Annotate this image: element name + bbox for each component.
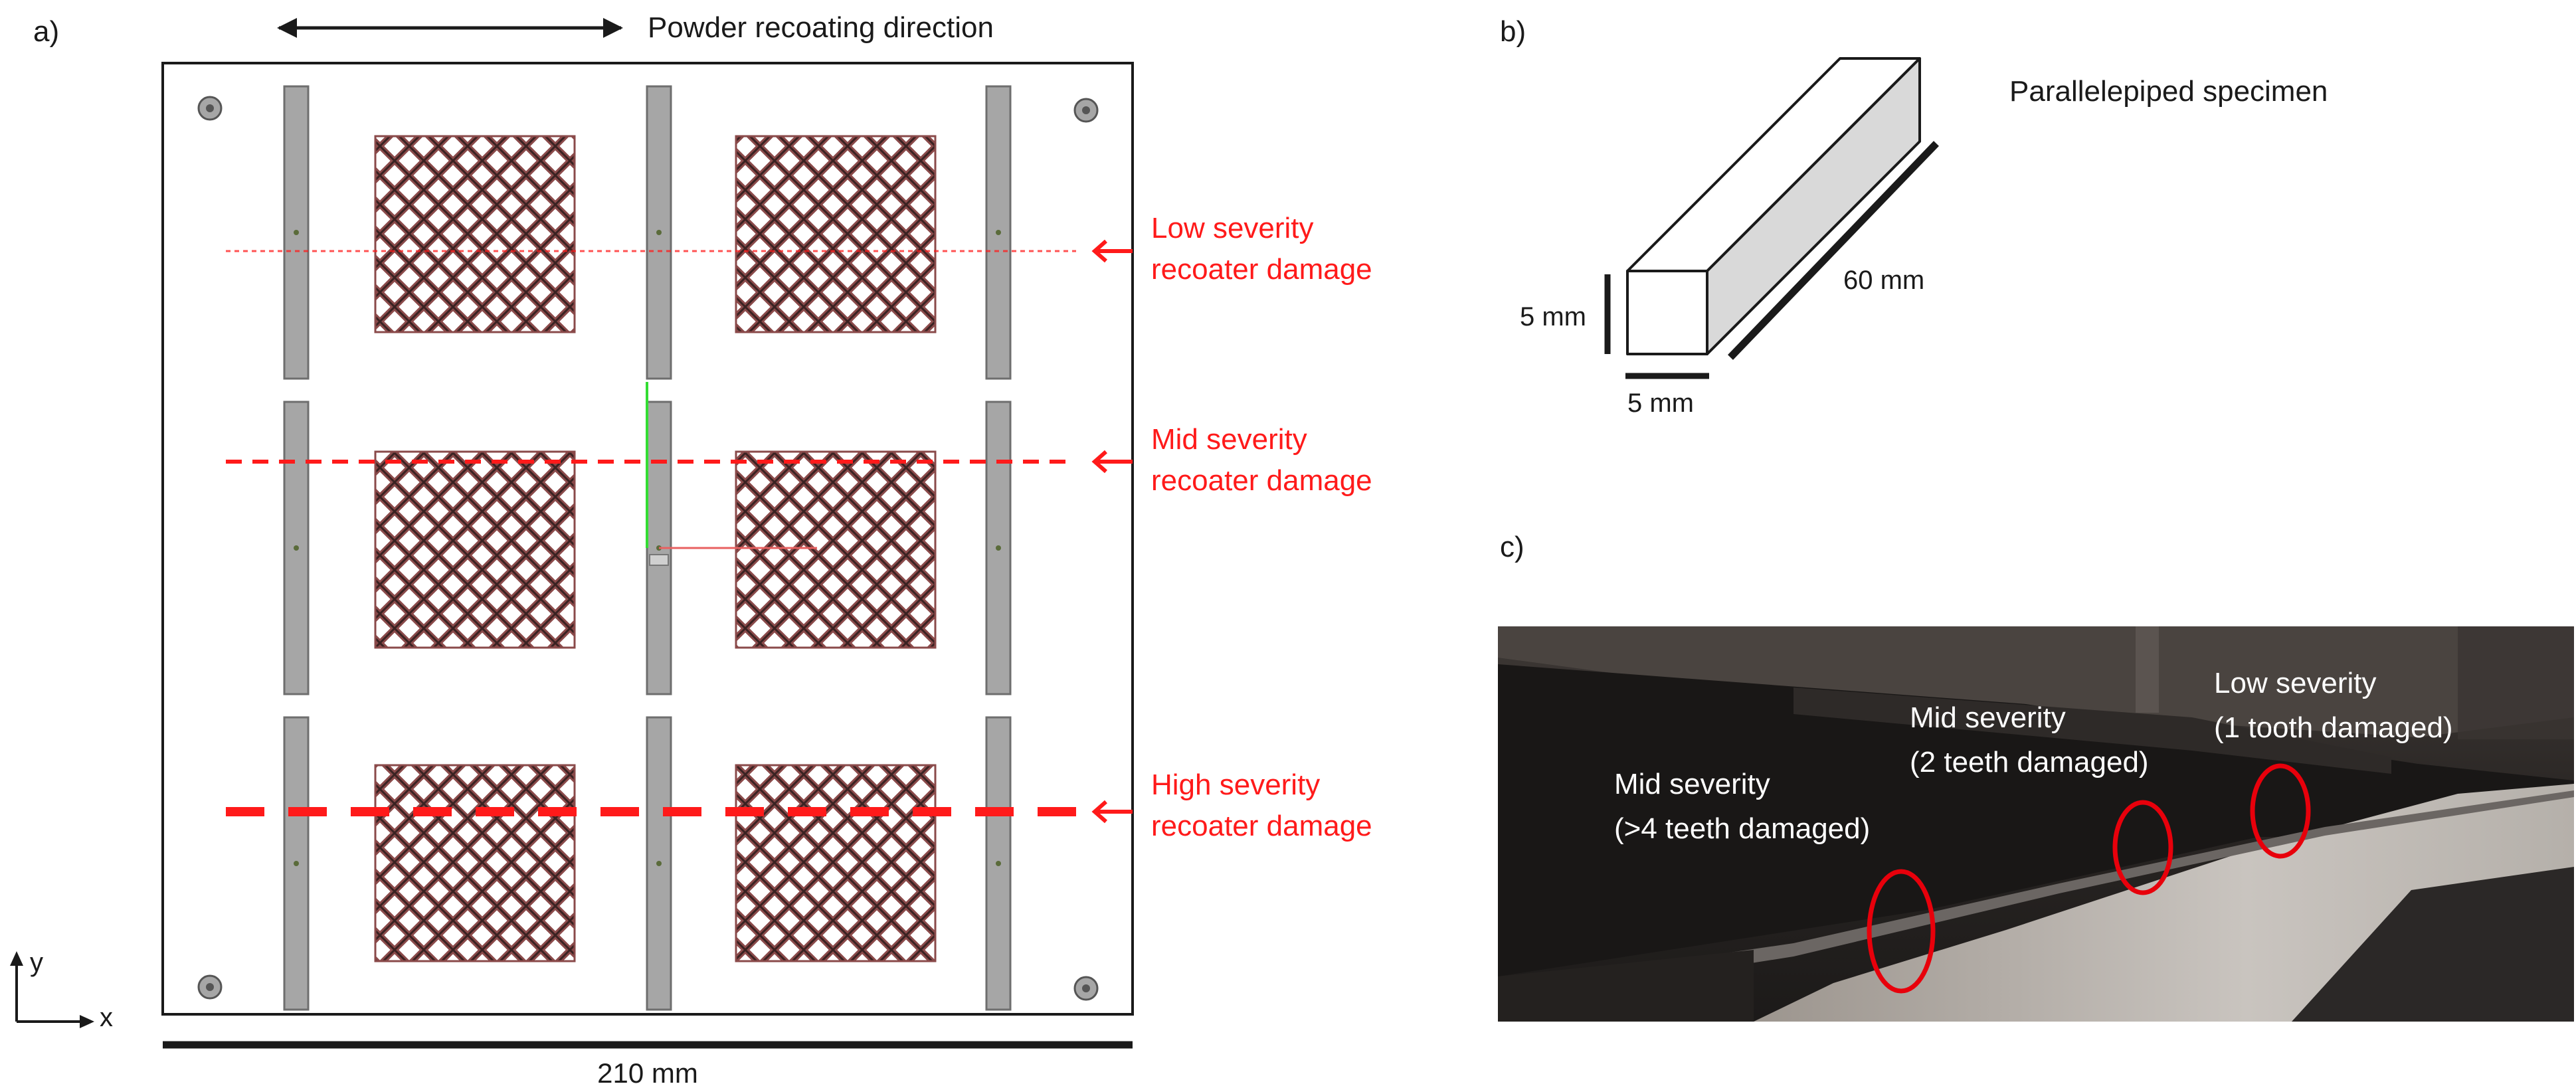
damage-labels: Low severity recoater damage Mid severit…	[1151, 212, 1372, 842]
damage-circle-mid-4-teeth	[1867, 869, 1936, 994]
panel-a-label: a)	[33, 15, 59, 48]
panel-b-label: b)	[1500, 15, 1526, 48]
high-severity-label-line2: recoater damage	[1151, 810, 1372, 842]
axis-x-label: x	[100, 1003, 113, 1032]
axis-y-label: y	[30, 948, 43, 977]
low-severity-label-line2: recoater damage	[1151, 253, 1372, 286]
annotation-mid-4-line1: Mid severity	[1614, 768, 1770, 800]
specimen-title: Parallelepiped specimen	[2009, 75, 2328, 108]
lattice-specimen	[374, 135, 576, 333]
high-severity-label-line1: High severity	[1151, 769, 1320, 801]
annotation-low-1-line2: (1 tooth damaged)	[2214, 711, 2453, 744]
lattice-specimen	[735, 450, 937, 649]
panel-c-label: c)	[1500, 531, 1524, 563]
parallelepiped-bar	[646, 85, 672, 380]
parallelepiped-bar	[283, 716, 310, 1011]
panel-c: c) Mid severity (	[1498, 531, 2574, 1022]
panel-b: b) 60 mm 5 mm 5 mm Parallelepiped specim…	[1500, 15, 2328, 418]
annotation-mid-4-line2: (>4 teeth damaged)	[1614, 812, 1870, 845]
specimen-box	[1626, 57, 1921, 355]
width-label: 210 mm	[597, 1057, 698, 1089]
mid-severity-label-line2: recoater damage	[1151, 464, 1372, 497]
lattice-specimen	[374, 764, 576, 962]
lattice-specimen	[374, 450, 576, 649]
length-dimension-line	[1728, 141, 1939, 360]
annotation-mid-2-line2: (2 teeth damaged)	[1910, 746, 2149, 778]
axes-glyph	[10, 951, 94, 1028]
damage-arrows	[1091, 239, 1133, 824]
lattice-specimen	[735, 135, 937, 333]
mid-severity-label-line1: Mid severity	[1151, 423, 1307, 456]
recoater-photo	[1498, 626, 2574, 1022]
panel-a: a) Powder recoating direction	[10, 11, 1372, 1089]
box-front-face	[1626, 270, 1708, 355]
lattice-specimens	[374, 135, 937, 962]
annotation-mid-2-line1: Mid severity	[1910, 701, 2066, 734]
recoat-direction-label: Powder recoating direction	[648, 11, 994, 44]
damage-circle-mid-2-teeth	[2112, 800, 2173, 895]
corner-holes	[197, 96, 1099, 1001]
parallelepiped-bars	[283, 85, 1012, 1011]
low-severity-label-line1: Low severity	[1151, 212, 1314, 244]
annotation-low-1-line1: Low severity	[2214, 667, 2377, 699]
damage-circles	[1867, 763, 2311, 994]
width-label-b: 5 mm	[1627, 389, 1694, 418]
height-label: 5 mm	[1520, 302, 1586, 331]
damage-circle-low-1-tooth	[2250, 763, 2311, 859]
length-label: 60 mm	[1843, 266, 1924, 295]
lattice-specimen	[735, 764, 937, 962]
photo-annotations: Mid severity (>4 teeth damaged) Mid seve…	[1614, 667, 2453, 845]
damage-lines	[226, 250, 1076, 816]
